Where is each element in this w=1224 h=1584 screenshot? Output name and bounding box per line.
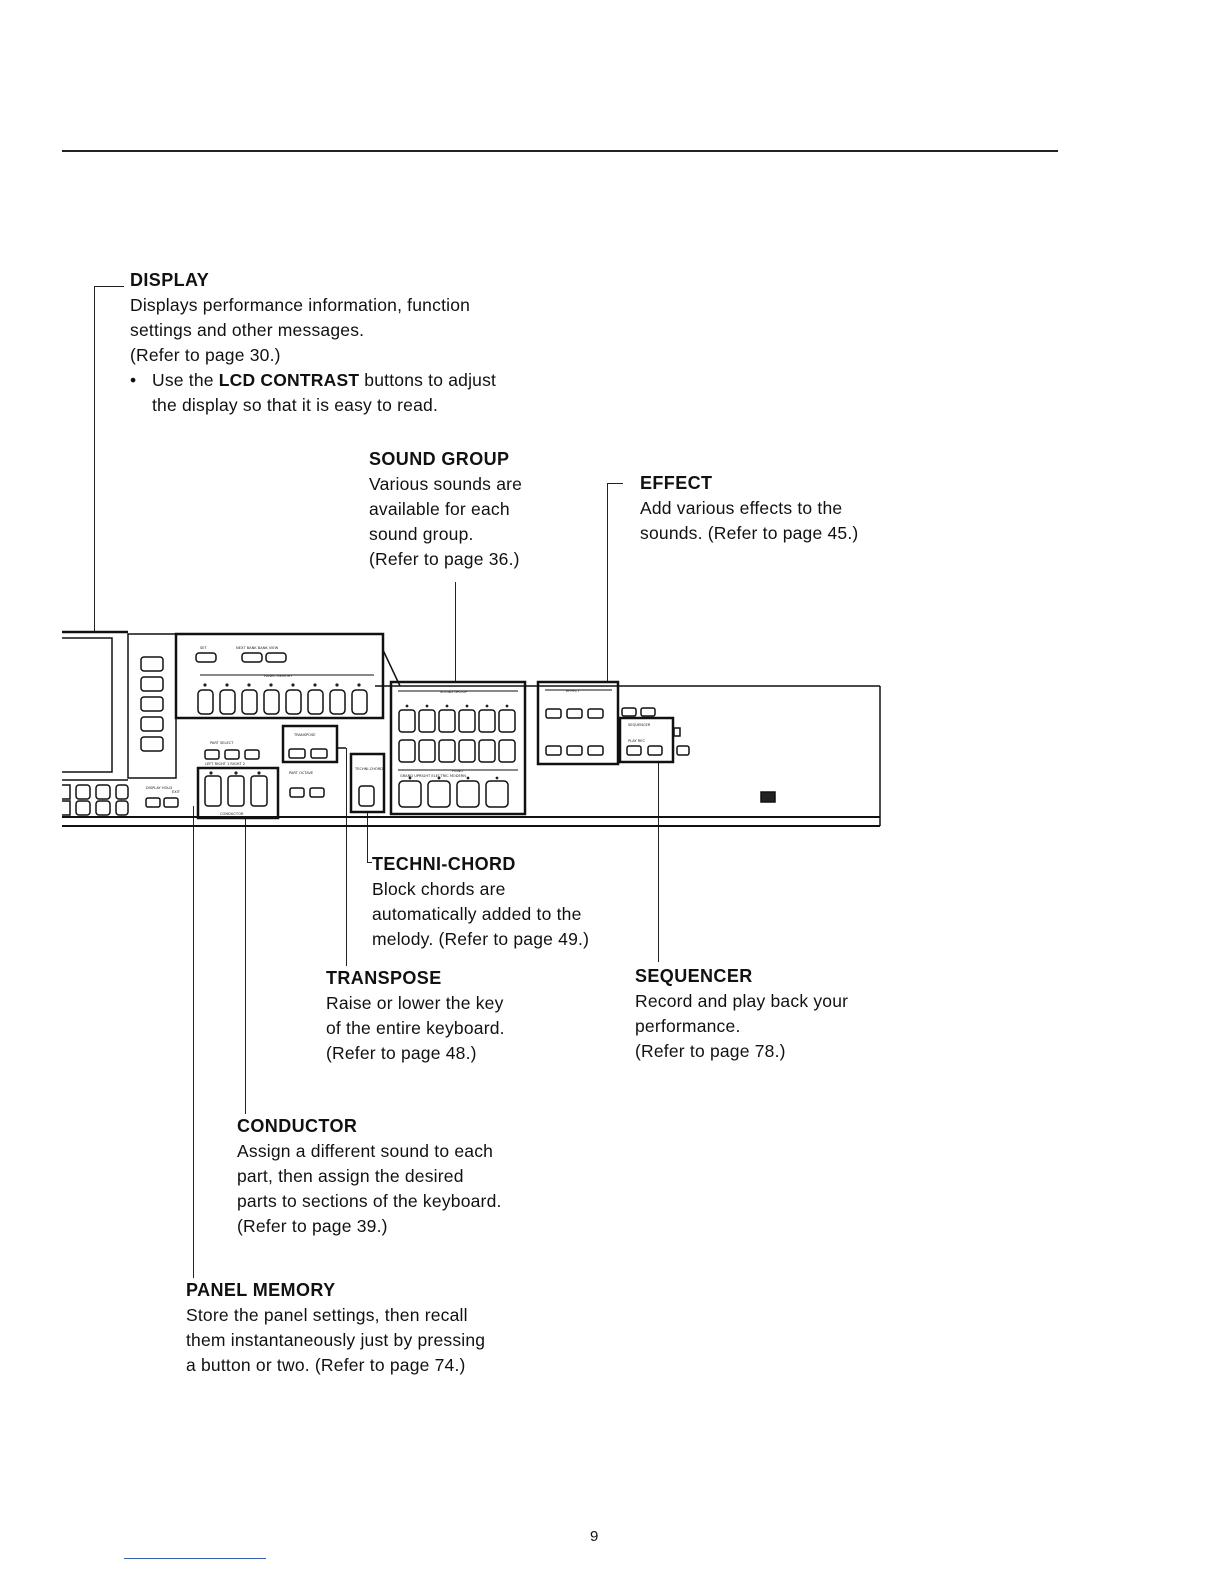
techni-chord-title: TECHNI-CHORD: [372, 854, 516, 874]
sequencer-text-line: Record and play back your: [635, 991, 849, 1011]
panel-label-display-hold: DISPLAY HOLD: [146, 786, 172, 790]
panel-label-conductor: CONDUCTOR: [220, 812, 244, 816]
sound-group-leader: [455, 582, 456, 682]
panel-label-sound-group: SOUND GROUP: [440, 690, 468, 694]
techni-chord-leader-horizontal: [367, 862, 372, 863]
display-bullet-continuation: the display so that it is easy to read.: [152, 395, 439, 415]
panel-label-play-rec: PLAY REC: [628, 739, 646, 743]
sequencer-callout: SEQUENCER Record and play back your perf…: [635, 964, 848, 1064]
sequencer-leader: [658, 762, 659, 962]
conductor-text-line: (Refer to page 39.): [237, 1216, 388, 1236]
sound-group-text-line: Various sounds are: [369, 474, 523, 494]
display-text-line: settings and other messages.: [130, 320, 365, 340]
panel-memory-text-line: a button or two. (Refer to page 74.): [186, 1355, 466, 1375]
panel-label-panel-memory: PANEL MEMORY: [264, 674, 293, 678]
effect-leader-vertical: [607, 483, 608, 683]
display-leader-horizontal: [94, 286, 124, 287]
panel-label-sequencer: SEQUENCER: [628, 723, 651, 727]
page-number: 9: [590, 1528, 599, 1545]
transpose-callout: TRANSPOSE Raise or lower the key of the …: [326, 966, 505, 1066]
panel-label-part-select: PART SELECT: [210, 741, 234, 745]
techni-chord-callout: TECHNI-CHORD Block chords are automatica…: [372, 852, 589, 952]
conductor-callout: CONDUCTOR Assign a different sound to ea…: [237, 1114, 502, 1239]
effect-text-line: Add various effects to the: [640, 498, 843, 518]
conductor-title: CONDUCTOR: [237, 1116, 358, 1136]
sound-group-title: SOUND GROUP: [369, 449, 510, 469]
sound-group-text-line: sound group.: [369, 524, 474, 544]
display-text-line: Displays performance information, functi…: [130, 295, 471, 315]
transpose-text-line: of the entire keyboard.: [326, 1018, 505, 1038]
panel-label-effect: EFFECT: [566, 689, 580, 693]
panel-memory-callout: PANEL MEMORY Store the panel settings, t…: [186, 1278, 485, 1378]
conductor-text-line: part, then assign the desired: [237, 1166, 464, 1186]
panel-label-techni-chord: TECHNI-CHORD: [354, 767, 383, 771]
panel-label-set: SET: [200, 646, 208, 650]
panel-label-left-right: LEFT RIGHT 1 RIGHT 2: [205, 762, 245, 766]
transpose-text-line: Raise or lower the key: [326, 993, 504, 1013]
transpose-text-line: (Refer to page 48.): [326, 1043, 477, 1063]
panel-label-exit: EXIT: [172, 790, 181, 794]
effect-callout: EFFECT Add various effects to the sounds…: [640, 471, 858, 546]
panel-label-part-octave: PART OCTAVE: [289, 771, 314, 775]
header-rule: [62, 150, 1058, 152]
techni-chord-text-line: melody. (Refer to page 49.): [372, 929, 590, 949]
bullet-text-post: buttons to adjust: [359, 370, 497, 390]
conductor-text-line: parts to sections of the keyboard.: [237, 1191, 502, 1211]
panel-memory-title: PANEL MEMORY: [186, 1280, 336, 1300]
display-leader-vertical: [94, 286, 95, 632]
effect-title: EFFECT: [640, 473, 713, 493]
conductor-text-line: Assign a different sound to each: [237, 1141, 494, 1161]
lcd-contrast-label: LCD CONTRAST: [218, 370, 360, 390]
panel-memory-text-line: Store the panel settings, then recall: [186, 1305, 468, 1325]
panel-label-transpose: TRANSPOSE: [293, 733, 316, 737]
sequencer-text-line: performance.: [635, 1016, 741, 1036]
display-callout: DISPLAY Displays performance information…: [130, 268, 496, 418]
sequencer-title: SEQUENCER: [635, 966, 753, 986]
conductor-leader: [245, 818, 246, 1114]
techni-chord-text-line: Block chords are: [372, 879, 506, 899]
footer-rule: [124, 1558, 266, 1559]
panel-label-next-bank: NEXT BANK BANK VIEW: [236, 646, 279, 650]
effect-leader-horizontal: [607, 483, 623, 484]
sound-group-text-line: (Refer to page 36.): [369, 549, 520, 569]
sound-group-callout: SOUND GROUP Various sounds are available…: [369, 447, 522, 572]
panel-label-piano-row: GRAND UPRIGHT ELECTRIC MODERN: [400, 774, 466, 778]
display-text-line: (Refer to page 30.): [130, 345, 281, 365]
panel-memory-text-line: them instantaneously just by pressing: [186, 1330, 486, 1350]
panel-label-piano: PIANO: [452, 769, 463, 773]
techni-chord-leader-vertical: [367, 812, 368, 862]
panel-memory-leader: [193, 806, 194, 1278]
bullet-text-pre: Use the: [152, 370, 219, 390]
transpose-title: TRANSPOSE: [326, 968, 442, 988]
techni-chord-text-line: automatically added to the: [372, 904, 582, 924]
display-title: DISPLAY: [130, 270, 210, 290]
sequencer-text-line: (Refer to page 78.): [635, 1041, 786, 1061]
display-bullet: Use the LCD CONTRAST buttons to adjust: [130, 368, 496, 393]
effect-text-line: sounds. (Refer to page 45.): [640, 523, 859, 543]
sound-group-text-line: available for each: [369, 499, 510, 519]
transpose-leader: [346, 748, 347, 966]
